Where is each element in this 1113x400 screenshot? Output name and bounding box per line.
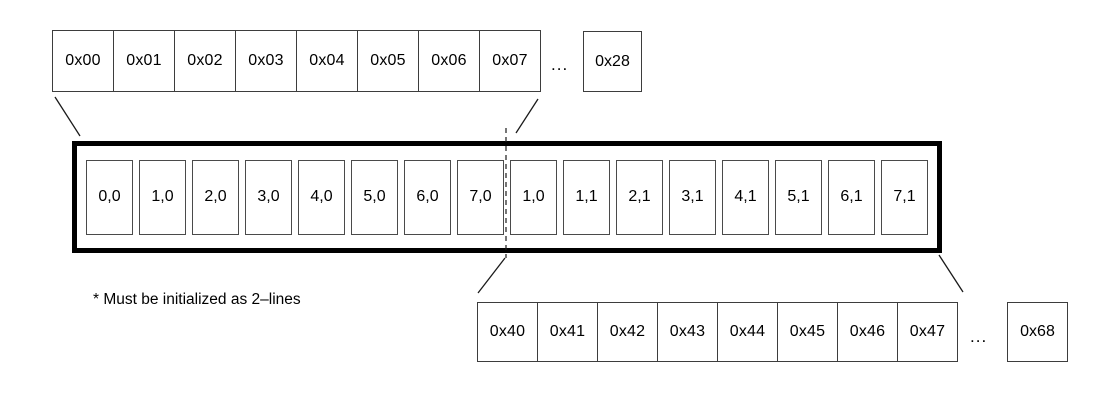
top-address-cell: 0x05 [357, 30, 419, 92]
top-address-cell: 0x04 [296, 30, 358, 92]
cache-word-cell: 6,1 [828, 159, 875, 235]
top-address-cell: 0x01 [113, 30, 175, 92]
cache-word-cell: 7,0 [457, 159, 504, 235]
cache-word-cell: 1,1 [563, 159, 610, 235]
connector-line-top-left [54, 96, 81, 137]
cache-word-cell: 0,0 [86, 159, 133, 235]
top-address-cell: 0x03 [235, 30, 297, 92]
cache-word-cell: 2,1 [616, 159, 663, 235]
top-address-cell: 0x02 [174, 30, 236, 92]
cache-word-cell: 4,0 [298, 159, 345, 235]
bottom-address-strip: 0x40 0x41 0x42 0x43 0x44 0x45 0x46 0x47 [477, 302, 958, 362]
connector-line-bottom-right [938, 254, 964, 293]
cache-word-cell: 2,0 [192, 159, 239, 235]
cache-word-cell: 1,0 [139, 159, 186, 235]
cache-word-cell: 5,0 [351, 159, 398, 235]
bottom-address-cell: 0x46 [837, 302, 898, 362]
top-ellipsis: ... [551, 55, 569, 74]
bottom-far-address-cell: 0x68 [1007, 302, 1068, 362]
cache-word-cell: 6,0 [404, 159, 451, 235]
bottom-address-cell: 0x43 [657, 302, 718, 362]
top-address-cell: 0x07 [479, 30, 541, 92]
bottom-address-cell: 0x45 [777, 302, 838, 362]
bottom-ellipsis: ... [970, 327, 988, 346]
cache-word-cell: 4,1 [722, 159, 769, 235]
top-address-cell: 0x06 [418, 30, 480, 92]
bottom-address-cell: 0x41 [537, 302, 598, 362]
cache-word-cell: 1,0 [510, 159, 557, 235]
footnote-text: * Must be initialized as 2–lines [93, 291, 301, 308]
cache-word-cell: 3,1 [669, 159, 716, 235]
cache-word-cell: 7,1 [881, 159, 928, 235]
top-address-cell: 0x00 [52, 30, 114, 92]
bottom-address-cell: 0x40 [477, 302, 538, 362]
cache-word-cell: 3,0 [245, 159, 292, 235]
bottom-address-cell: 0x47 [897, 302, 958, 362]
bottom-address-cell: 0x42 [597, 302, 658, 362]
top-address-strip: 0x00 0x01 0x02 0x03 0x04 0x05 0x06 0x07 [52, 30, 541, 92]
connector-line-bottom-left [477, 257, 506, 294]
cache-line-container: 0,0 1,0 2,0 3,0 4,0 5,0 6,0 7,0 1,0 1,1 … [72, 141, 942, 253]
connector-line-top-right [515, 98, 539, 134]
cache-word-cell: 5,1 [775, 159, 822, 235]
top-far-address-cell: 0x28 [583, 31, 642, 92]
bottom-address-cell: 0x44 [717, 302, 778, 362]
